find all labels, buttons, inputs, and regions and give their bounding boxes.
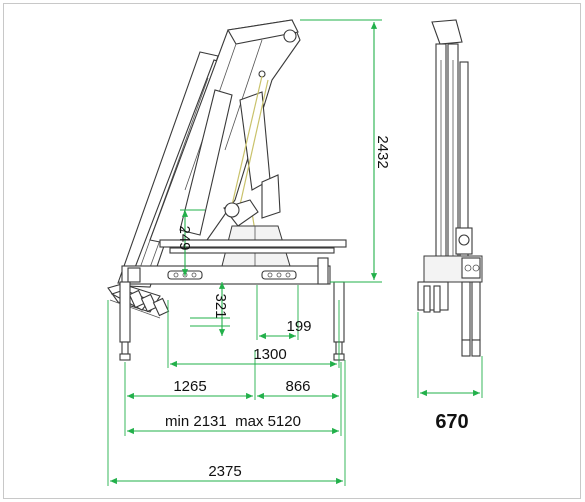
dim-overall-width-label: 2375 [208,463,241,480]
dim-stabilizer-span-label: min 2131 max 5120 [165,413,301,430]
base-frame [121,257,331,285]
dim-height-label: 2432 [374,135,391,168]
column-pivot-icon [224,202,240,218]
boom-tip-pin-icon [283,29,297,43]
dimension-lines [107,19,483,486]
dim-column-offset-label: 199 [286,318,311,335]
stabilizer-left [119,281,131,361]
crane-front-view [107,19,347,361]
control-valve-bank [107,283,170,319]
crane-side-view [417,19,483,357]
main-boom [149,19,301,251]
diagram-border [3,3,581,499]
dim-stabilizer-column-label: 1300 [253,346,286,363]
dim-pivot-label: 321 [212,293,229,318]
dim-side-width-label: 670 [435,411,468,433]
dimension-labels: 2432 249 321 199 1300 1265 866 min 2131 … [165,135,469,480]
dim-right-reach-label: 866 [285,378,310,395]
dim-left-reach-label: 1265 [173,378,206,395]
dim-boom-offset-label: 249 [176,225,193,250]
base-crossbar [159,239,347,254]
